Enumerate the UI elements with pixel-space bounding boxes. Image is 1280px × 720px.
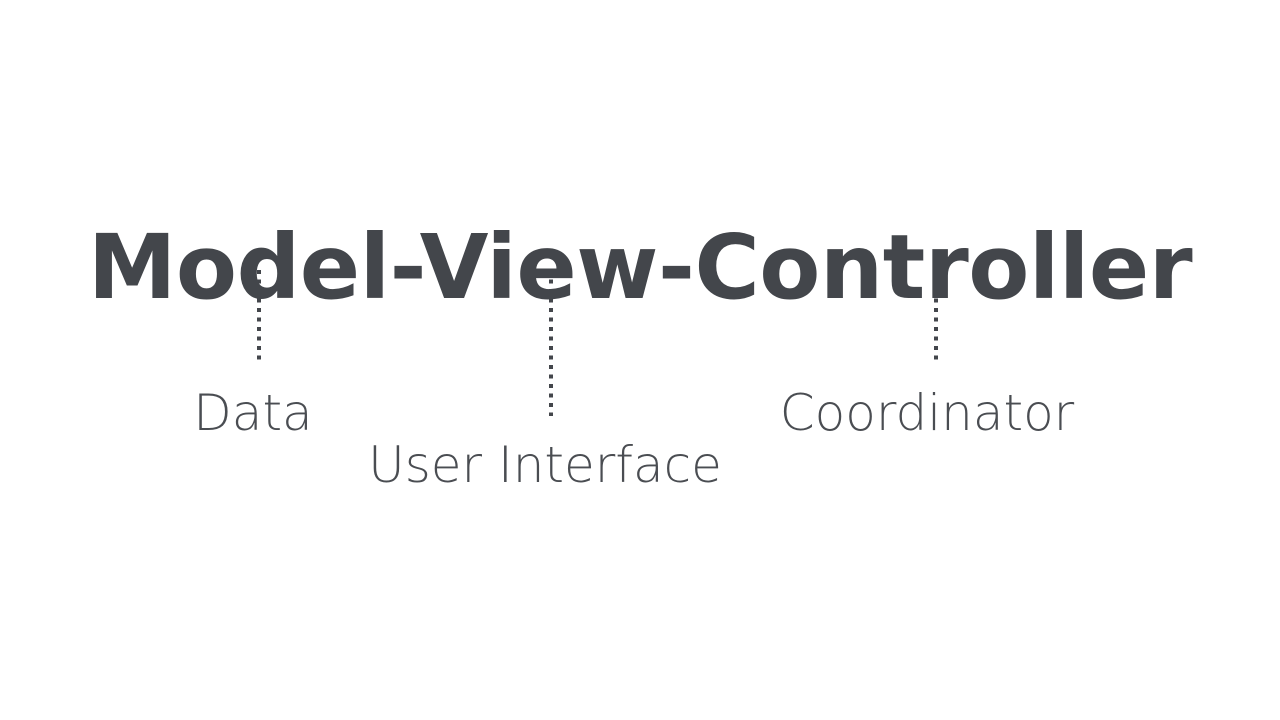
view-connector-dotted-line xyxy=(549,270,553,416)
controller-connector-dotted-line xyxy=(934,270,938,364)
controller-label-coordinator: Coordinator xyxy=(779,384,1075,442)
model-connector-dotted-line xyxy=(257,270,261,364)
view-label-user-interface: User Interface xyxy=(368,436,722,494)
page-title: Model-View-Controller xyxy=(87,214,1193,319)
model-label-data: Data xyxy=(193,384,313,442)
